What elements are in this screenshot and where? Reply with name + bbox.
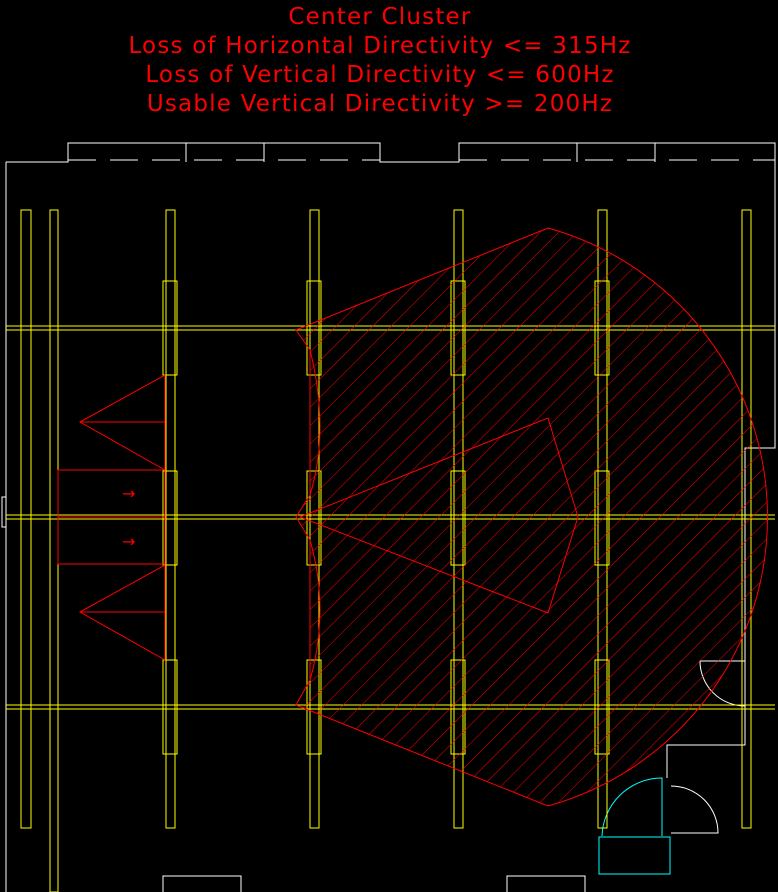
coverage-inner-curve-2 — [309, 539, 321, 681]
bottom-step-right — [506, 875, 586, 892]
cyan-door-swing — [601, 777, 663, 837]
coverage-pattern — [295, 227, 768, 807]
fixture-a3 — [162, 659, 178, 755]
title-block: Center Cluster Loss of Horizontal Direct… — [128, 4, 631, 117]
coverage-sector — [295, 227, 768, 807]
speaker-box-lower — [57, 516, 166, 565]
title-line-3: Loss of Vertical Directivity <= 600Hz — [145, 62, 614, 88]
title-line-4: Usable Vertical Directivity >= 200Hz — [147, 91, 613, 117]
fixture-a2 — [162, 470, 178, 566]
cyan-door-frame — [598, 836, 671, 875]
speaker-symbols: → → — [57, 374, 166, 661]
title-line-2: Loss of Horizontal Directivity <= 315Hz — [128, 33, 631, 59]
post-2 — [49, 209, 59, 892]
fixture-a1 — [162, 280, 178, 376]
coverage-inner-curve — [309, 349, 321, 496]
cyan-door — [598, 777, 671, 875]
top-wall-left — [6, 142, 776, 778]
bottom-step-left — [162, 875, 242, 892]
speaker-box-upper — [57, 469, 166, 518]
left-wall-notch — [1, 496, 6, 528]
arrow-icon: → — [122, 484, 135, 503]
door-swing-lower — [670, 785, 719, 834]
coverage-inner-wedge — [298, 417, 579, 614]
arrow-icon: → — [122, 532, 135, 551]
title-line-1: Center Cluster — [288, 4, 471, 30]
